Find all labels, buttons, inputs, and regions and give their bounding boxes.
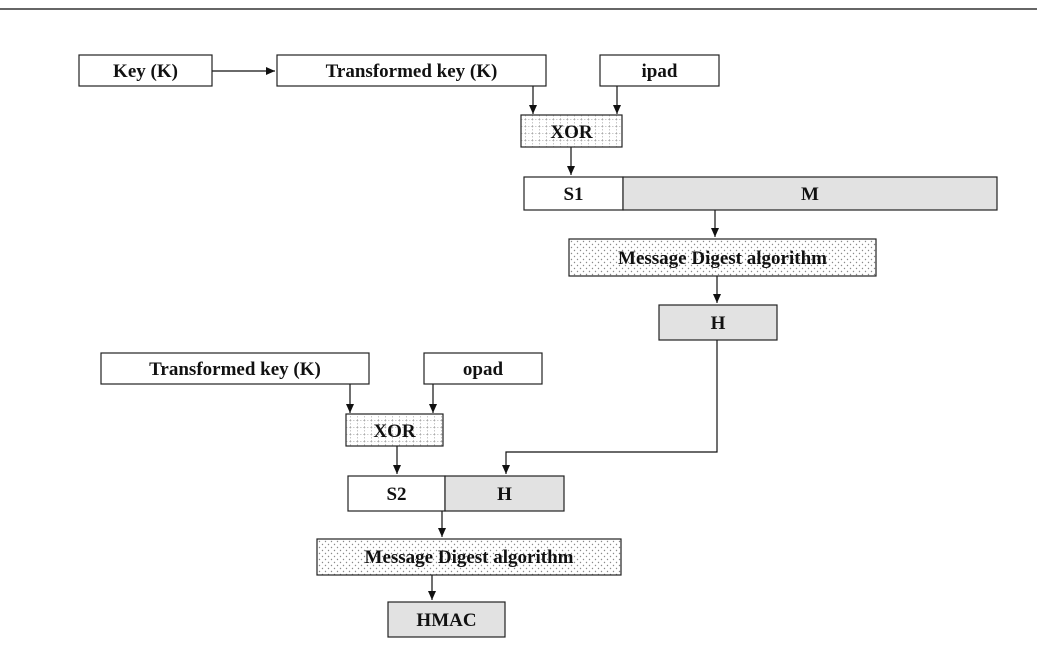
opad-box: opad — [423, 352, 543, 385]
transformed-key-label-top: Transformed key (K) — [326, 61, 498, 82]
s2-h-block: S2 H — [347, 475, 565, 512]
s1-cell — [523, 176, 624, 211]
ipad-label: ipad — [642, 61, 678, 82]
digest-label-top: Message Digest algorithm — [618, 248, 827, 269]
connectors — [212, 67, 721, 600]
transformed-key-box-bottom: Transformed key (K) — [100, 352, 370, 385]
h-cell-bottom — [444, 475, 565, 512]
key-label: Key (K) — [113, 61, 178, 82]
edge-h-to-h-2 — [502, 340, 718, 474]
xor-box-top: XOR — [520, 114, 623, 148]
transformed-key-label-bottom: Transformed key (K) — [149, 359, 321, 380]
h-label-top: H — [711, 313, 726, 334]
h-label-bottom: H — [497, 484, 512, 505]
s1-label: S1 — [563, 184, 583, 205]
digest-label-bottom: Message Digest algorithm — [365, 547, 574, 568]
xor-box-bottom: XOR — [345, 413, 444, 447]
m-label: M — [801, 184, 819, 205]
digest-box-top: Message Digest algorithm — [568, 238, 877, 277]
h-box-top: H — [658, 304, 778, 341]
ipad-box: ipad — [599, 54, 720, 87]
s1-m-block: S1 M — [523, 176, 998, 211]
xor-label-top: XOR — [550, 122, 593, 143]
s2-label: S2 — [386, 484, 406, 505]
opad-label: opad — [463, 359, 504, 380]
key-box: Key (K) — [78, 54, 213, 87]
digest-box-bottom: Message Digest algorithm — [316, 538, 622, 576]
hmac-box: HMAC — [387, 601, 506, 638]
hmac-label: HMAC — [416, 610, 476, 631]
transformed-key-box-top: Transformed key (K) — [276, 54, 547, 87]
m-cell — [622, 176, 998, 211]
xor-label-bottom: XOR — [373, 421, 416, 442]
